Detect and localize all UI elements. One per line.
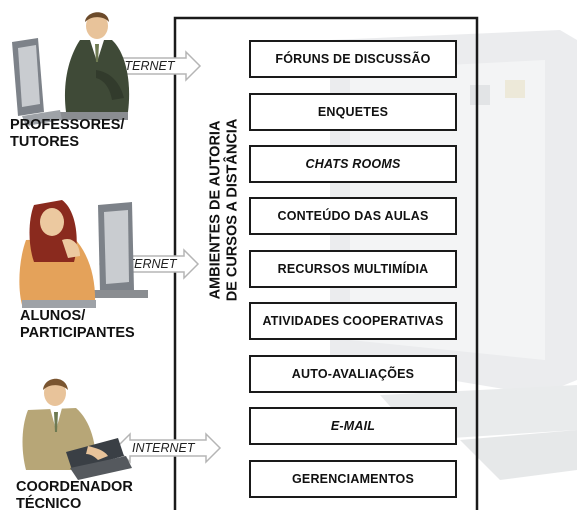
- actor-label-coordenador-line-1: COORDENADOR: [16, 479, 133, 495]
- box-conteudo-aulas: CONTEÚDO DAS AULAS: [249, 197, 457, 235]
- box-gerenciamentos: GERENCIAMENTOS: [249, 460, 457, 498]
- box-email: E-MAIL: [249, 407, 457, 445]
- box-chats-rooms: CHATS ROOMS: [249, 145, 457, 183]
- actor-label-coordenador: COORDENADOR TÉCNICO: [16, 479, 133, 513]
- box-auto-avaliacoes: AUTO-AVALIAÇÕES: [249, 355, 457, 393]
- actor-label-alunos: ALUNOS/ PARTICIPANTES: [20, 308, 135, 342]
- internet-arrow-coordenador: [114, 432, 222, 464]
- actor-label-coordenador-line-2: TÉCNICO: [16, 496, 82, 512]
- box-foruns: FÓRUNS DE DISCUSSÃO: [249, 40, 457, 78]
- internet-label-coordenador: INTERNET: [132, 441, 195, 455]
- actor-label-professores-line-1: PROFESSORES/: [10, 117, 125, 133]
- actor-label-alunos-line-2: PARTICIPANTES: [20, 325, 135, 341]
- actor-label-alunos-line-1: ALUNOS/: [20, 308, 86, 324]
- box-recursos-multimidia: RECURSOS MULTIMÍDIA: [249, 250, 457, 288]
- box-enquetes: ENQUETES: [249, 93, 457, 131]
- actor-label-professores: PROFESSORES/ TUTORES: [10, 117, 124, 151]
- internet-label-professores: INTERNET: [112, 59, 175, 73]
- actor-label-professores-line-2: TUTORES: [10, 134, 80, 150]
- box-atividades-cooperativas: ATIVIDADES COOPERATIVAS: [249, 302, 457, 340]
